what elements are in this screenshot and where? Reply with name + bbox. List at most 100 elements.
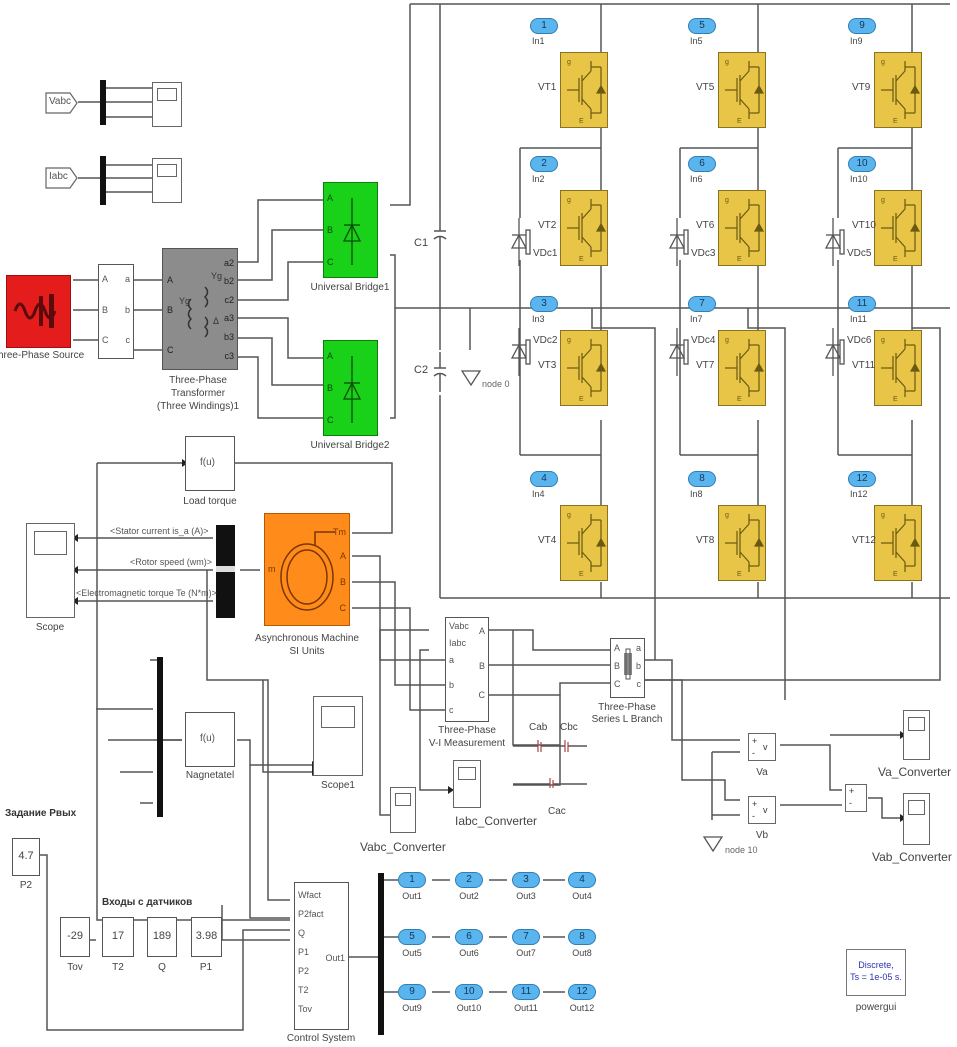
clamp-diode-icon[interactable] <box>510 328 532 376</box>
demux-outputs[interactable] <box>378 873 384 1035</box>
control-system[interactable]: Wfact P2fact Q P1 P2 T2 Tov Out1 <box>294 882 349 1030</box>
port-label: P2 <box>298 966 310 976</box>
inport-2[interactable]: 2 <box>530 156 558 172</box>
sum-block[interactable]: + - <box>845 784 867 812</box>
scope-va-converter[interactable] <box>903 710 930 760</box>
voltage-measurement-vb[interactable]: +-v <box>748 796 776 824</box>
mux-iabc[interactable] <box>100 156 106 205</box>
scope-vabc-converter[interactable] <box>390 787 416 833</box>
inport-10[interactable]: 10 <box>848 156 876 172</box>
asynchronous-machine[interactable]: Tm A B C m <box>264 513 350 626</box>
transformer-label-2: Transformer <box>170 388 226 399</box>
svg-text:g: g <box>725 59 729 66</box>
scope-iabc[interactable] <box>152 158 182 203</box>
port-label: Tm <box>333 527 346 537</box>
igbt-label: VT11 <box>852 360 876 371</box>
clamp-diode-icon[interactable] <box>668 218 690 266</box>
outport-7[interactable]: 7 <box>512 929 540 945</box>
inport-12[interactable]: 12 <box>848 471 876 487</box>
clamp-diode-icon[interactable] <box>824 328 846 376</box>
clamp-diode-icon[interactable] <box>510 218 532 266</box>
scope-main[interactable] <box>26 523 75 618</box>
capacitor-c1-icon[interactable] <box>433 215 447 255</box>
universal-bridge-1[interactable]: A B C <box>323 182 378 278</box>
load-torque-fcn[interactable]: f(u) <box>185 436 235 491</box>
mux-vabc[interactable] <box>100 80 106 125</box>
outport-5[interactable]: 5 <box>398 929 426 945</box>
port-label: C <box>478 690 486 700</box>
outport-9[interactable]: 9 <box>398 984 426 1000</box>
inport-5[interactable]: 5 <box>688 18 716 34</box>
inport-8[interactable]: 8 <box>688 471 716 487</box>
clamp-diode-icon[interactable] <box>824 218 846 266</box>
inport-11[interactable]: 11 <box>848 296 876 312</box>
fcn-expression: f(u) <box>200 457 215 468</box>
three-phase-vi-measurement-input[interactable]: A B C a b c <box>98 264 134 359</box>
outport-3[interactable]: 3 <box>512 872 540 888</box>
port-label: C <box>339 603 347 613</box>
transformer-windings-icon: Yg Yg Δ <box>179 271 222 338</box>
capacitor-cab-label: Cab <box>529 722 548 733</box>
universal-bridge-2[interactable]: A B C <box>323 340 378 436</box>
demux-selector <box>216 566 235 572</box>
outport-8[interactable]: 8 <box>568 929 596 945</box>
capacitor-c2-icon[interactable] <box>433 352 447 392</box>
inport-9[interactable]: 9 <box>848 18 876 34</box>
clamp-diode-icon[interactable] <box>668 328 690 376</box>
scope-vabc[interactable] <box>152 82 182 127</box>
inport-label: In9 <box>850 36 863 46</box>
constant-p2[interactable]: 4.7 <box>12 838 40 876</box>
capacitor-delta-icon[interactable] <box>510 738 590 788</box>
port-label: C <box>327 257 334 267</box>
constant-t2[interactable]: 17 <box>102 917 134 957</box>
constant-q[interactable]: 189 <box>147 917 177 957</box>
outport-12[interactable]: 12 <box>568 984 596 1000</box>
scope-vab-converter[interactable] <box>903 793 930 845</box>
goto-tag-iabc[interactable]: Iabc <box>45 167 78 189</box>
nagnetatel-fcn[interactable]: f(u) <box>185 712 235 767</box>
constant-tov[interactable]: -29 <box>60 917 90 957</box>
voltage-measurement-va[interactable]: +-v <box>748 733 776 761</box>
outport-6[interactable]: 6 <box>455 929 483 945</box>
three-phase-source[interactable] <box>6 275 71 348</box>
powergui[interactable]: Discrete, Ts = 1e-05 s. <box>846 949 906 996</box>
port-label: a <box>449 655 455 665</box>
inport-7[interactable]: 7 <box>688 296 716 312</box>
three-phase-vi-measurement[interactable]: Vabc Iabc a b c A B C <box>445 617 489 722</box>
scope-iabc-converter[interactable] <box>453 760 481 808</box>
outport-10[interactable]: 10 <box>455 984 483 1000</box>
three-phase-series-l-branch[interactable]: A B C a b c <box>610 638 645 698</box>
inport-3[interactable]: 3 <box>530 296 558 312</box>
three-phase-transformer[interactable]: Yg Yg Δ A B C a2 b2 c2 a3 b3 c3 <box>162 248 238 370</box>
outport-2[interactable]: 2 <box>455 872 483 888</box>
outport-11[interactable]: 11 <box>512 984 540 1000</box>
port-label: B <box>478 661 485 671</box>
outport-4[interactable]: 4 <box>568 872 596 888</box>
mux-control[interactable] <box>157 657 163 817</box>
outport-1[interactable]: 1 <box>398 872 426 888</box>
nagnetatel-label: Nagnetatel <box>185 770 235 781</box>
goto-tag-vabc[interactable]: Vabc <box>45 92 78 114</box>
port-label: C <box>327 415 334 425</box>
outport-label: Out7 <box>516 948 536 958</box>
clamp-diode-label: VDc6 <box>847 335 872 346</box>
inport-1[interactable]: 1 <box>530 18 558 34</box>
inport-6[interactable]: 6 <box>688 156 716 172</box>
inport-4[interactable]: 4 <box>530 471 558 487</box>
scope-1[interactable] <box>313 696 363 776</box>
machine-label-1: Asynchronous Machine <box>255 633 359 644</box>
constant-p1[interactable]: 3.98 <box>191 917 222 957</box>
svg-text:E: E <box>737 571 742 578</box>
